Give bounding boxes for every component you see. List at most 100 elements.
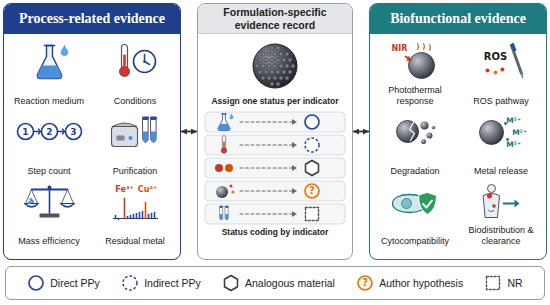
nanoparticle-illustration [253,44,297,88]
status-row [240,213,292,214]
indicator-mini-icon [216,185,235,199]
nanoparticle-illustration [279,76,283,80]
status-row [205,158,345,178]
nanoparticle-illustration [255,64,259,68]
indicator-label: Residual metal [105,236,165,246]
legend-symbol [222,274,240,292]
indicator-label: Step count [27,166,70,176]
indicator-mini-icon [225,164,233,172]
balance-icon [25,204,39,208]
indicator-mini-icon [219,206,223,220]
spectrum-icon [148,215,150,219]
legend-symbol [225,276,238,291]
balance-icon [40,214,60,218]
ros-pipette-icon [501,68,505,72]
ros-pipette-icon [486,69,490,73]
nanoparticle-illustration [285,76,289,80]
legend-text: Author hypothesis [379,277,463,289]
indicator-mini-icon [216,186,228,198]
legend-sample: ? [356,274,374,292]
centrifuge-icon [129,136,133,140]
indicator-mini-icon [225,207,228,220]
nanoparticle-illustration [273,76,277,80]
legend-bar: Direct PPyIndirect PPyAnalogous material… [5,266,545,300]
centrifuge-icon [117,136,125,141]
indicator-cell: Purification [92,108,178,178]
nanoparticle-illustration [282,58,286,62]
legend-symbol [487,277,500,290]
centrifuge-icon [113,123,137,127]
spectrum-icon [142,212,144,219]
balance-icon [49,188,51,214]
ion-label: M²⁺ [506,141,521,149]
body-clearance-icon [515,200,520,208]
cell-shield-icon [393,193,437,215]
status-row [205,181,345,201]
indicator-mini-icon [215,164,223,172]
temperature-clock-icon [123,55,126,70]
degradation-icon [397,121,436,145]
nanoparticle-illustration [276,70,280,74]
panel-note: Status coding by indicator [200,228,350,238]
nanoparticle-illustration [270,46,274,50]
status-symbol [305,184,319,198]
nanoparticle-illustration [288,58,292,62]
indicator-mini-icon [225,206,229,208]
indicator-mini-icon [219,206,228,220]
status-row [205,112,345,132]
spectrum-icon [151,214,153,219]
indicator-mini-icon [218,114,234,131]
spectrum-icon [127,217,129,219]
spectrum-icon [139,213,141,219]
ros-label: ROS [484,52,507,62]
step-sequence-icon [66,124,82,140]
nanoparticle-illustration [267,76,271,80]
centrifuge-icon [112,127,138,147]
balance-icon [48,186,52,190]
status-symbol [305,115,319,129]
centrifuge-icon [142,117,149,120]
panel-note: Assign one status per indicator [200,97,350,107]
indicator-mini-icon [230,114,234,120]
nanoparticle-illustration [279,64,283,68]
status-row [292,188,297,194]
legend-symbol [358,276,372,290]
nanoparticle-illustration [261,76,265,80]
centrifuge-icon [112,117,157,147]
legend-entry: NR [484,274,522,292]
centrifuge-icon [143,120,148,143]
ros-pipette-icon [511,43,517,52]
status-row [205,204,345,224]
nir-particle-icon [407,57,412,61]
status-symbol [306,161,319,176]
flask-icon [37,45,68,79]
legend-symbol [484,274,502,292]
indicator-mini-icon [223,141,224,149]
indicator-mini-icon [220,214,223,220]
cell-shield-icon [423,201,432,208]
step-number: 3 [70,127,76,136]
panel-heading: Biofunctional evidence [370,4,546,34]
status-symbol [305,184,319,198]
indicator-label: Cytocompatibility [381,236,449,246]
indicator-mini-icon [218,114,230,131]
status-row [205,204,345,224]
spectrum-icon [130,216,132,219]
double-arrow-connector [181,131,197,133]
legend-text: Analogous material [245,277,335,289]
status-row [205,181,345,201]
status-symbol [305,115,319,129]
nir-particle-icon [406,44,435,79]
status-row [240,121,292,122]
degradation-icon [432,126,436,130]
nanoparticle-illustration [267,52,271,56]
legend-symbol [487,277,500,290]
metal-release-icon [480,121,509,145]
centrifuge-icon [143,132,148,143]
indicator-mini-icon [221,136,227,154]
nanoparticle-illustration [276,58,280,62]
legend-entry: Indirect PPy [121,274,201,292]
nanoparticle-illustration [279,52,283,56]
temperature-clock-icon [143,60,146,63]
indicator-cell: Metal release [458,108,544,178]
